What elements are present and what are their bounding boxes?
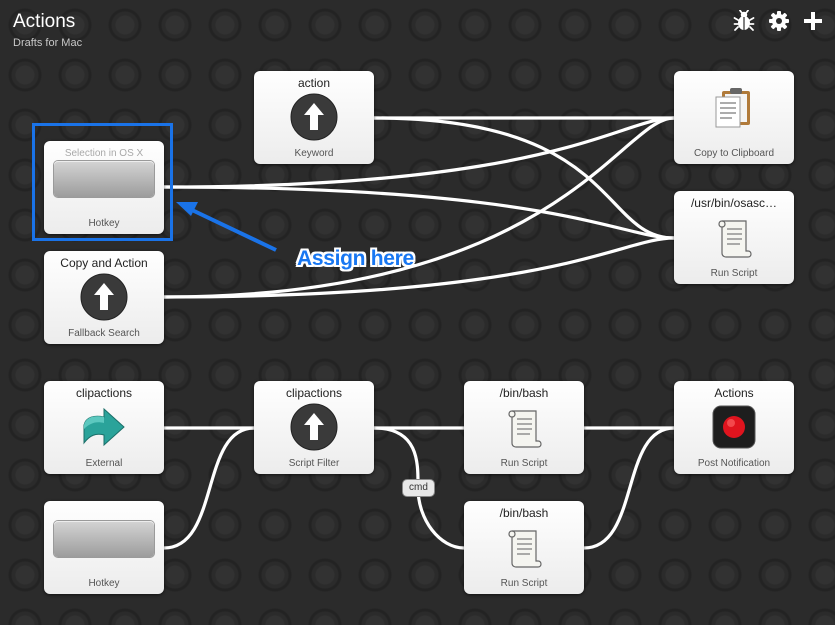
hotkey-field[interactable] xyxy=(54,161,154,197)
node-bash-1[interactable]: /bin/bash Run Script xyxy=(464,381,584,474)
script-scroll-icon xyxy=(500,523,548,571)
up-arrow-icon xyxy=(290,403,338,451)
node-title: action xyxy=(297,76,331,90)
selection-highlight-box xyxy=(32,123,173,241)
node-title: /bin/bash xyxy=(499,386,549,400)
bug-icon[interactable] xyxy=(733,10,755,32)
gear-icon[interactable] xyxy=(768,10,790,32)
record-icon xyxy=(710,403,758,451)
hotkey-field[interactable] xyxy=(54,521,154,557)
node-bash-2[interactable]: /bin/bash Run Script xyxy=(464,501,584,594)
node-subtitle: Fallback Search xyxy=(68,328,140,339)
up-arrow-icon xyxy=(290,93,338,141)
node-subtitle: Hotkey xyxy=(88,218,120,229)
node-osascript[interactable]: /usr/bin/osasc… Run Script xyxy=(674,191,794,284)
node-subtitle: Run Script xyxy=(500,578,548,589)
node-post-notification[interactable]: Actions Post Notification xyxy=(674,381,794,474)
node-fallback-search[interactable]: Copy and Action Fallback Search xyxy=(44,251,164,344)
node-external[interactable]: clipactions External xyxy=(44,381,164,474)
node-subtitle: Keyword xyxy=(294,148,334,159)
node-title: Actions xyxy=(714,386,754,400)
plus-icon[interactable] xyxy=(802,10,824,32)
node-hotkey-2[interactable]: Hotkey xyxy=(44,501,164,594)
node-script-filter[interactable]: clipactions Script Filter xyxy=(254,381,374,474)
clipboard-icon xyxy=(710,85,758,133)
node-subtitle: Script Filter xyxy=(288,458,340,469)
node-title: clipactions xyxy=(285,386,343,400)
node-hotkey-selection[interactable]: Selection in OS X Hotkey xyxy=(44,141,164,234)
script-scroll-icon xyxy=(710,213,758,261)
page-title: Actions xyxy=(13,11,76,32)
script-scroll-icon xyxy=(500,403,548,451)
node-subtitle: External xyxy=(85,458,123,469)
node-keyword-action[interactable]: action Keyword xyxy=(254,71,374,164)
node-title: /bin/bash xyxy=(499,506,549,520)
node-title: Selection in OS X xyxy=(64,148,144,159)
node-subtitle: Run Script xyxy=(500,458,548,469)
node-subtitle: Post Notification xyxy=(697,458,771,469)
node-copy-to-clipboard[interactable]: Copy to Clipboard xyxy=(674,71,794,164)
assign-here-annotation: Assign here xyxy=(297,247,414,270)
node-subtitle: Run Script xyxy=(710,268,758,279)
node-title: /usr/bin/osasc… xyxy=(690,196,778,210)
teal-arrow-icon xyxy=(80,403,128,451)
page-subtitle: Drafts for Mac xyxy=(13,37,83,49)
node-subtitle: Copy to Clipboard xyxy=(693,148,775,159)
connection-modifier-badge[interactable]: cmd xyxy=(402,479,435,497)
node-subtitle: Hotkey xyxy=(88,578,120,589)
annotation-arrow-head xyxy=(176,202,198,216)
node-title: clipactions xyxy=(75,386,133,400)
node-title: Copy and Action xyxy=(60,256,148,270)
up-arrow-icon xyxy=(80,273,128,321)
